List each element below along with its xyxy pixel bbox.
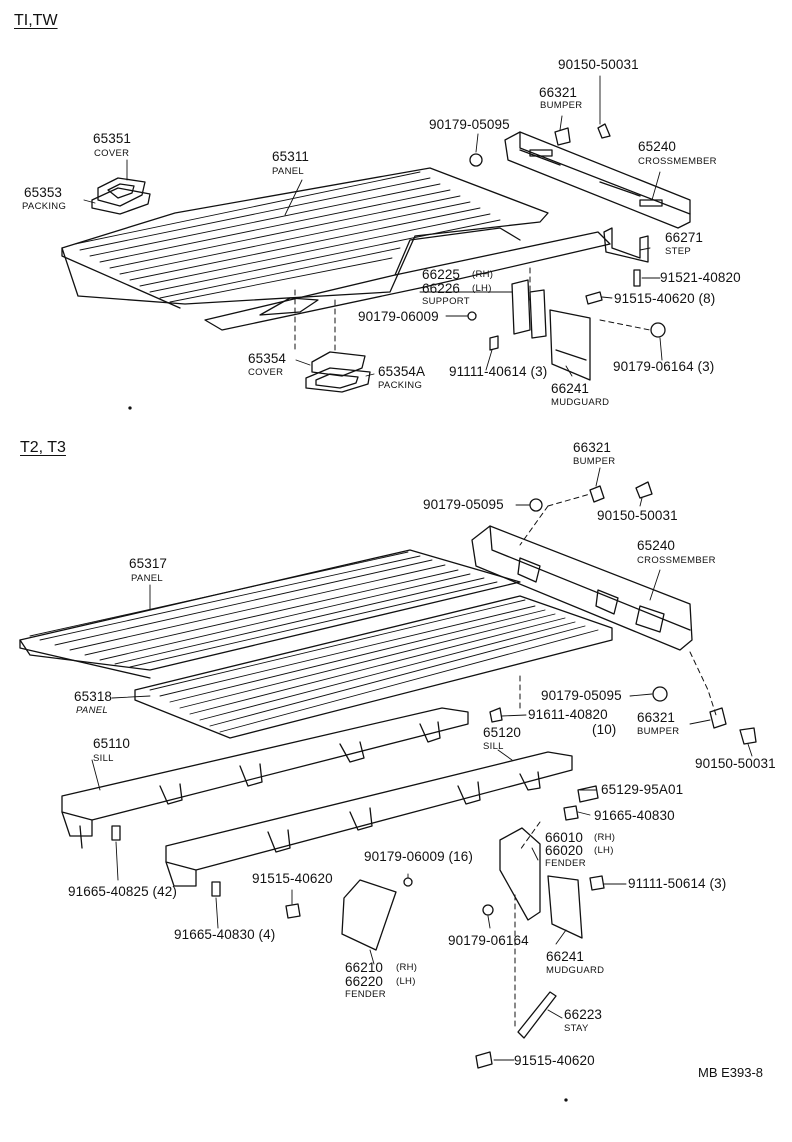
part-65318-name: PANEL: [76, 705, 108, 716]
part-90179-06164-label: 90179-06164 (3): [613, 359, 715, 374]
part-91665-40825-label: 91665-40825 (42): [68, 884, 177, 899]
part-66220-number: 66220: [345, 974, 384, 989]
part-65354A-number: 65354A: [378, 364, 426, 379]
part-90150-50031a-label: 90150-50031: [597, 508, 678, 523]
part-66241b-name: MUDGUARD: [546, 965, 605, 976]
part-66321b-name: BUMPER: [637, 726, 680, 737]
panel-65318-drawing: [134, 595, 613, 739]
part-91665-40830b-label: 91665-40830 (4): [174, 927, 276, 942]
part-65311-number: 65311: [272, 149, 310, 164]
sill-65110-drawing: [61, 707, 469, 849]
part-65354-number: 65354: [248, 351, 287, 366]
part-91515-40620-label: 91515-40620 (8): [614, 291, 716, 306]
part-65240-name: CROSSMEMBER: [638, 156, 717, 167]
part-65354-name: COVER: [248, 367, 284, 378]
part-90150-50031b-label: 90150-50031: [695, 756, 776, 771]
crossmember-65240-drawing: [504, 131, 691, 229]
part-65317-number: 65317: [129, 556, 168, 571]
part-66020-number: 66020: [545, 843, 584, 858]
part-65353-name: PACKING: [22, 201, 67, 212]
part-66241b-number: 66241: [546, 949, 585, 964]
section-title-bottom: T2, T3: [20, 439, 66, 456]
part-90179-06009-label: 90179-06009: [358, 309, 439, 324]
part-66226-number: 66226: [422, 281, 461, 296]
part-65240b-number: 65240: [637, 538, 676, 553]
part-91111-50614-label: 91111-50614 (3): [628, 876, 727, 891]
part-66020-name: FENDER: [545, 858, 586, 869]
part-65110-number: 65110: [93, 736, 131, 751]
part-91515-40620a-label: 91515-40620: [252, 871, 333, 886]
part-65354A-name: PACKING: [378, 380, 423, 391]
part-66321-name: BUMPER: [540, 100, 583, 111]
part-91611-40820-qty: (10): [592, 722, 617, 737]
floor-plate-drawing: [204, 227, 611, 331]
part-65129-95A01-label: 65129-95A01: [601, 782, 684, 797]
diagram-reference-code: MB E393-8: [698, 1065, 764, 1080]
part-90179-06164-label: 90179-06164: [448, 933, 529, 948]
part-66226-name: SUPPORT: [422, 296, 470, 307]
part-66223-name: STAY: [564, 1023, 589, 1034]
panel-65317-drawing: [19, 549, 521, 679]
part-66225-side: (RH): [472, 269, 494, 280]
cover-65351-drawing: [91, 177, 151, 215]
panel-65311-drawing: [61, 167, 549, 309]
sill-65120-drawing: [165, 751, 573, 887]
part-91521-40820-label: 91521-40820: [660, 270, 741, 285]
part-66010-number: 66010: [545, 830, 584, 845]
part-91665-40830a-label: 91665-40830: [594, 808, 675, 823]
part-90179-05095b-label: 90179-05095: [541, 688, 622, 703]
part-91111-40614-label: 91111-40614 (3): [449, 364, 548, 379]
part-66321a-name: BUMPER: [573, 456, 616, 467]
part-65110-name: SILL: [93, 753, 114, 764]
part-65351-number: 65351: [93, 131, 132, 146]
part-66241-number: 66241: [551, 381, 590, 396]
part-65317-name: PANEL: [131, 573, 163, 584]
part-65240-number: 65240: [638, 139, 677, 154]
part-91515-40620b-label: 91515-40620: [514, 1053, 595, 1068]
part-65353-number: 65353: [24, 185, 63, 200]
section-title-top: TI,TW: [14, 12, 58, 29]
part-90150-50031-label: 90150-50031: [558, 57, 639, 72]
part-65311-name: PANEL: [272, 166, 304, 177]
part-66210-number: 66210: [345, 960, 384, 975]
part-65351-name: COVER: [94, 148, 130, 159]
part-90179-05095a-label: 90179-05095: [423, 497, 504, 512]
part-90179-06009-label: 90179-06009 (16): [364, 849, 473, 864]
part-65318-number: 65318: [74, 689, 113, 704]
part-66241-name: MUDGUARD: [551, 397, 610, 408]
part-65120-number: 65120: [483, 725, 522, 740]
part-66321b-number: 66321: [637, 710, 676, 725]
part-91611-40820-label: 91611-40820: [528, 707, 608, 722]
part-66223-number: 66223: [564, 1007, 603, 1022]
part-66271-name: STEP: [665, 246, 692, 257]
part-66010-side: (RH): [594, 832, 616, 843]
part-66220-side: (LH): [396, 976, 416, 987]
part-66271-number: 66271: [665, 230, 704, 245]
part-66210-side: (RH): [396, 962, 418, 973]
cover-65354-drawing: [305, 351, 371, 393]
part-66321-number: 66321: [539, 85, 578, 100]
part-66020-side: (LH): [594, 845, 614, 856]
part-66226-side: (LH): [472, 283, 492, 294]
part-65240b-name: CROSSMEMBER: [637, 555, 716, 566]
part-66321a-number: 66321: [573, 440, 612, 455]
part-65120-name: SILL: [483, 741, 504, 752]
part-66220-name: FENDER: [345, 989, 386, 1000]
part-66225-number: 66225: [422, 267, 461, 282]
crossmember-65240b-drawing: [471, 525, 693, 651]
part-90179-05095-label: 90179-05095: [429, 117, 510, 132]
